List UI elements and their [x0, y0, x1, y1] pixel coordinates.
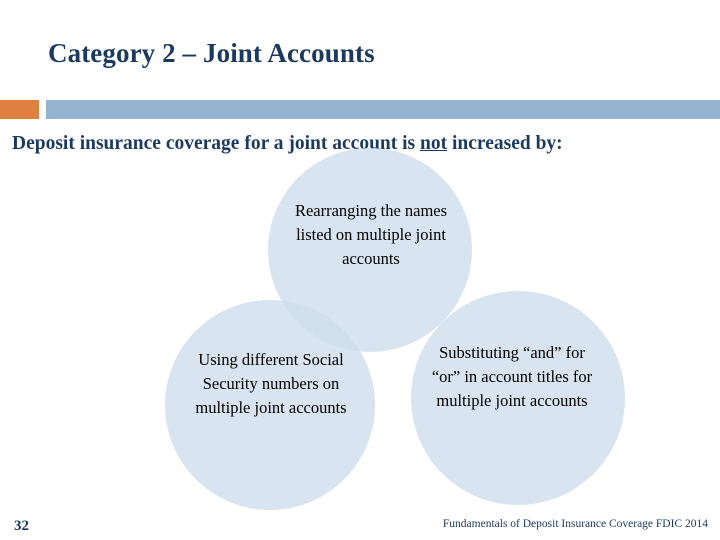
- footer-note: Fundamentals of Deposit Insurance Covera…: [442, 518, 708, 530]
- page-number: 32: [14, 518, 29, 534]
- venn-circles: [165, 148, 625, 510]
- venn-label-left: Using different Social Security numbers …: [195, 350, 347, 417]
- subtitle-text-after: increased by:: [447, 133, 563, 154]
- subtitle: Deposit insurance coverage for a joint a…: [12, 133, 712, 155]
- venn-label-right: Substituting “and” for “or” in account t…: [431, 343, 593, 410]
- venn-label-top: Rearranging the names listed on multiple…: [294, 201, 448, 268]
- subtitle-text-before: Deposit insurance coverage for a joint a…: [12, 133, 421, 154]
- venn-circle-left: [165, 300, 375, 510]
- accent-bar-blue: [46, 100, 720, 119]
- page-title: Category 2 – Joint Accounts: [48, 38, 375, 68]
- venn-circle-right: [411, 291, 625, 505]
- venn-circle-top: [268, 148, 472, 352]
- subtitle-emphasis-not: not: [420, 133, 448, 154]
- accent-bar-orange: [0, 100, 39, 119]
